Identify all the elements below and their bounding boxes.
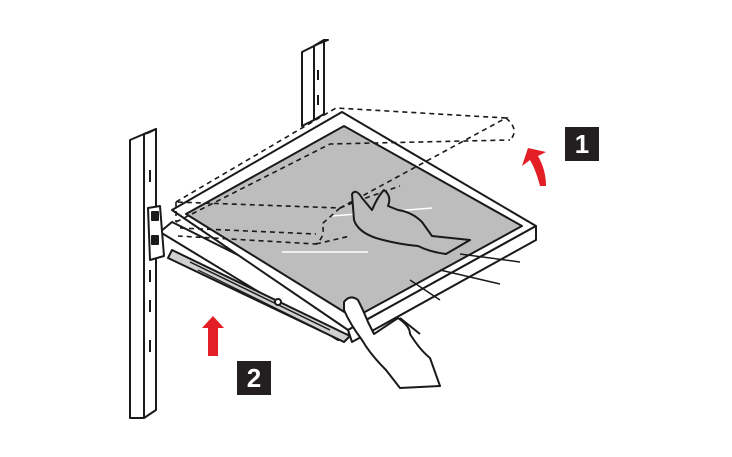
step-2-badge: 2 [237,361,271,395]
step-1-badge: 1 [565,127,599,161]
shelf-bracket [147,205,361,343]
hand-underneath [351,189,471,255]
rear-rail [301,39,329,127]
front-rail [129,128,157,419]
lift-arrow-icon [522,148,546,186]
hand-front [343,296,441,389]
push-up-arrow-icon [202,316,224,356]
